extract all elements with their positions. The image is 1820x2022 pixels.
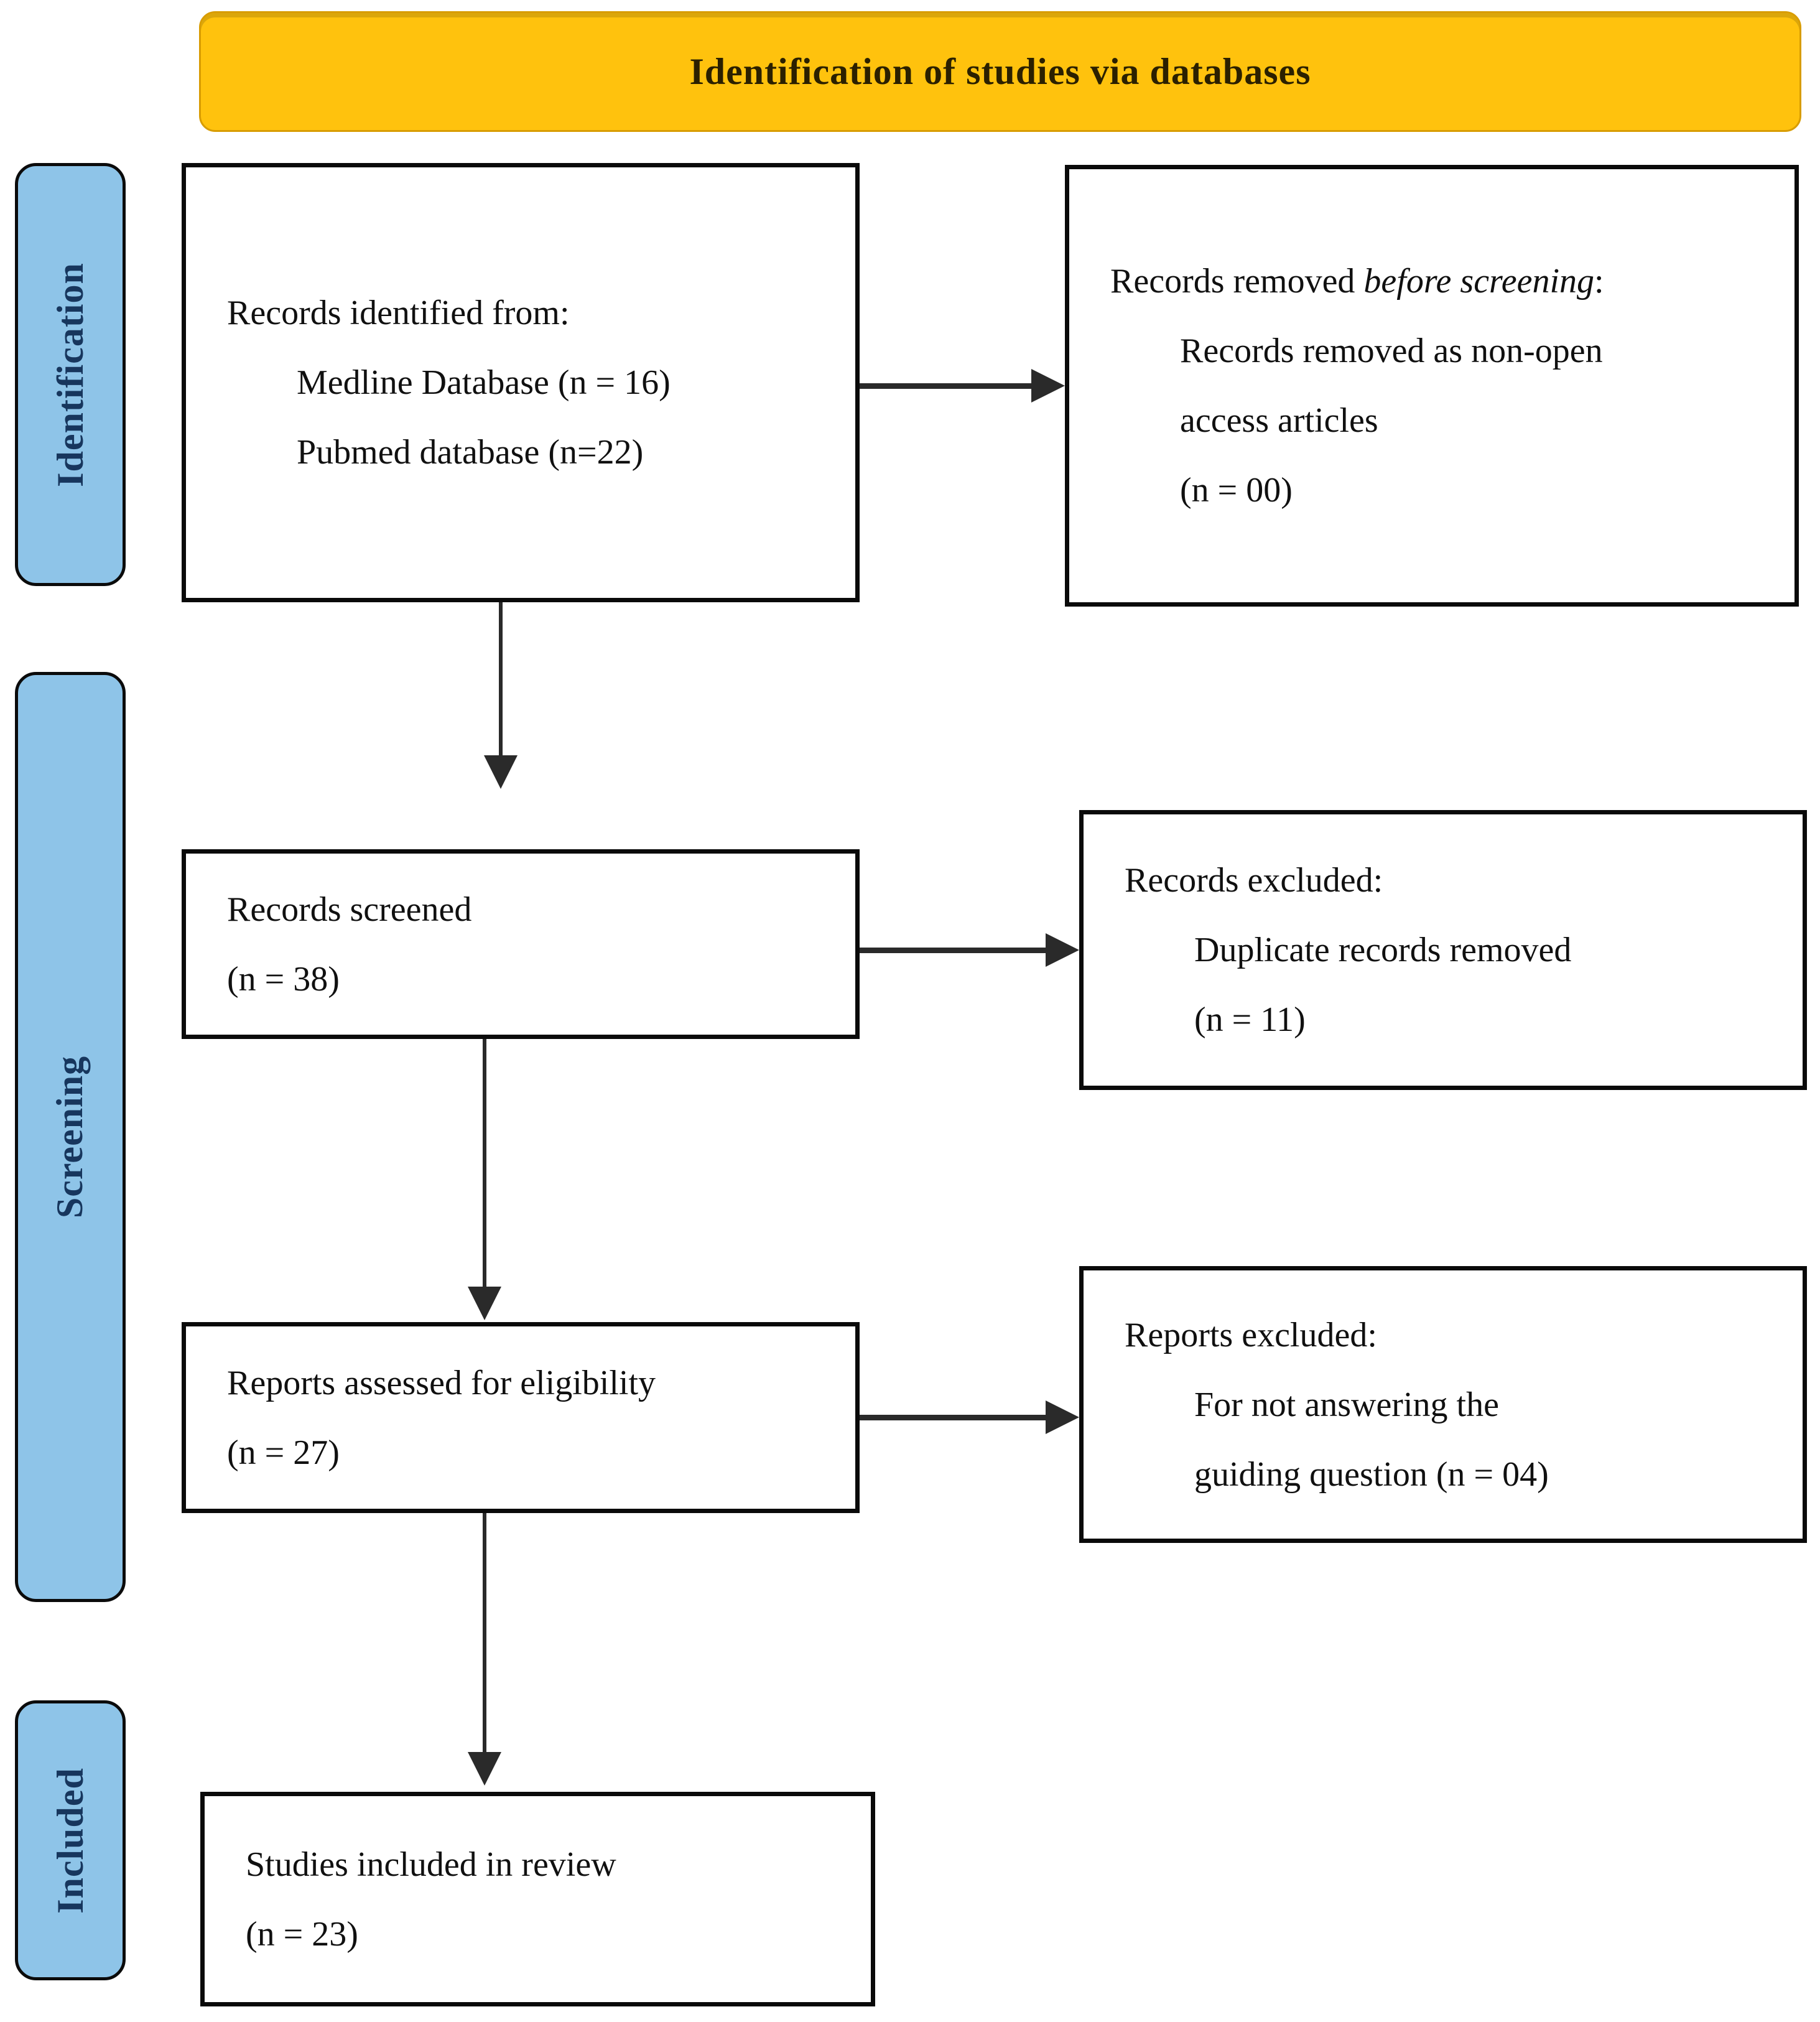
box-line: (n = 38) <box>227 959 340 999</box>
box-line: Records removed as non-open <box>1180 332 1603 370</box>
heading-prefix: Records removed <box>1110 262 1364 301</box>
arrow-screened-to-excluded-icon <box>860 933 1079 967</box>
box-line: Duplicate records removed <box>1194 931 1572 969</box>
box-line: Reports excluded: <box>1125 1315 1377 1354</box>
box-records-screened: Records screened (n = 38) <box>182 849 860 1039</box>
box-line: guiding question (n = 04) <box>1194 1455 1549 1494</box>
box-line: For not answering the <box>1194 1385 1499 1424</box>
box-line: (n = 11) <box>1194 1000 1306 1039</box>
box-line: Records identified from: <box>227 294 570 332</box>
stage-included: Included <box>15 1700 126 1980</box>
box-records-removed: Records removed before screening: Record… <box>1065 165 1799 607</box>
box-reports-excluded: Reports excluded: For not answering the … <box>1079 1266 1807 1543</box>
arrow-identified-to-removed-icon <box>860 369 1065 403</box>
stage-identification-label: Identification <box>49 262 91 487</box>
box-reports-assessed: Reports assessed for eligibility (n = 27… <box>182 1322 860 1513</box>
box-records-identified: Records identified from: Medline Databas… <box>182 163 860 602</box>
box-line: (n = 00) <box>1180 471 1293 510</box>
arrow-identified-to-screened-icon <box>484 602 518 789</box>
heading-italic: before screening <box>1363 262 1595 301</box>
arrow-assessed-to-included-icon <box>468 1513 501 1786</box>
box-line: access articles <box>1180 401 1378 440</box>
heading-suffix: : <box>1594 262 1604 301</box>
banner-title: Identification of studies via databases <box>689 50 1311 92</box>
box-line: Records removed before screening: <box>1110 246 1770 316</box>
stage-identification: Identification <box>15 163 126 586</box>
box-line: Reports assessed for eligibility <box>227 1363 656 1402</box>
box-records-excluded: Records excluded: Duplicate records remo… <box>1079 810 1807 1090</box>
box-line: (n = 23) <box>246 1914 358 1954</box>
banner: Identification of studies via databases <box>199 11 1801 132</box>
box-line: Records excluded: <box>1125 861 1383 900</box>
box-line: Studies included in review <box>246 1845 616 1884</box>
box-line: Records screened <box>227 890 472 929</box>
box-line: Pubmed database (n=22) <box>297 433 644 472</box>
stage-included-label: Included <box>49 1767 91 1914</box>
box-line: (n = 27) <box>227 1433 340 1472</box>
arrow-screened-to-assessed-icon <box>468 1039 501 1320</box>
stage-screening: Screening <box>15 672 126 1602</box>
box-line: Medline Database (n = 16) <box>297 363 671 402</box>
arrow-assessed-to-excluded-icon <box>860 1400 1079 1434</box>
stage-screening-label: Screening <box>49 1055 91 1219</box>
box-studies-included: Studies included in review (n = 23) <box>200 1792 875 2006</box>
